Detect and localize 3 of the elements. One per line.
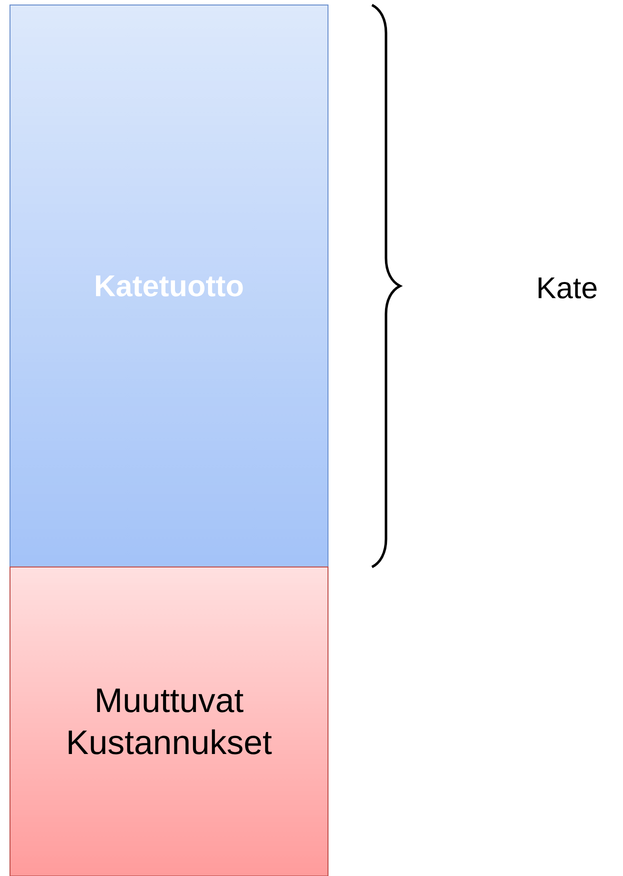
cost-bar: Muuttuvat Kustannukset [10,566,328,876]
brace-label: Kate [538,278,597,298]
profit-bar: Katetuotto [10,4,328,568]
